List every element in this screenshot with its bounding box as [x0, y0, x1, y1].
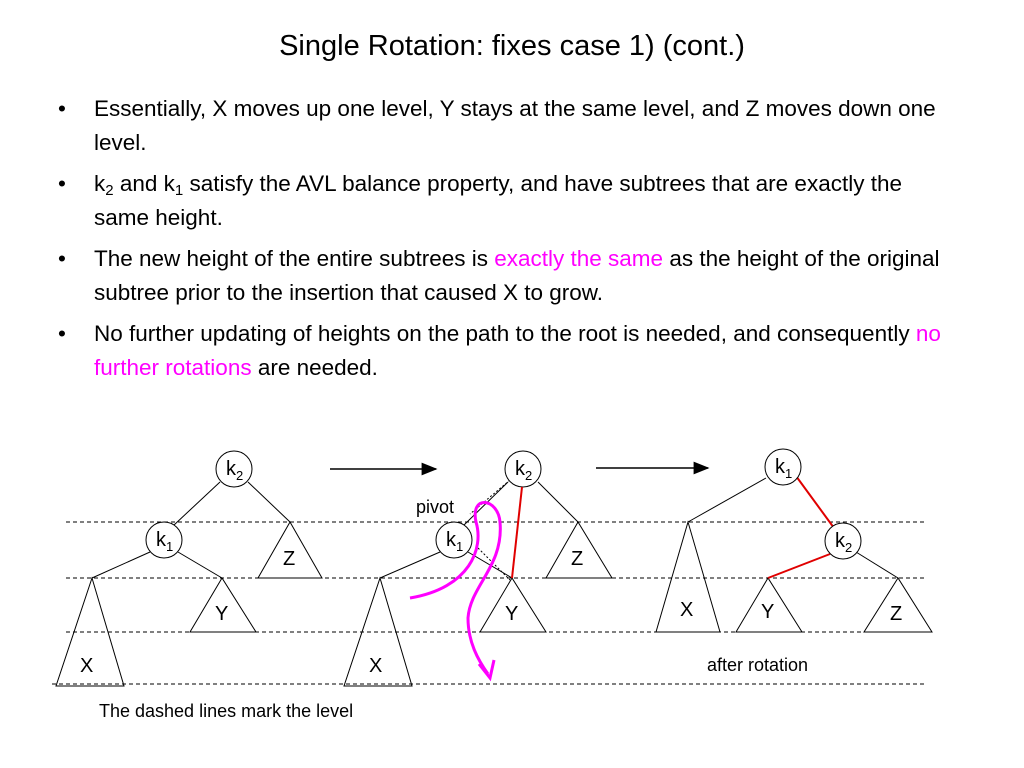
subtree-x-triangle [55, 576, 125, 687]
node-label: k1 [156, 529, 173, 554]
bullet-item: • No further updating of heights on the … [52, 317, 952, 385]
tree-edge [379, 551, 441, 579]
highlight-text: no further rotations [94, 321, 941, 380]
bullet-item: • The new height of the entire subtrees … [52, 242, 952, 310]
tree-after [655, 477, 933, 633]
subtree-z-triangle [863, 577, 933, 633]
tree-edge [173, 481, 221, 526]
bullet-text: are needed. [251, 355, 378, 380]
subtree-label: Y [761, 601, 774, 623]
bullet-marker: • [58, 96, 66, 121]
tree-pivot [343, 450, 613, 687]
subtree-y-triangle [735, 577, 803, 633]
rotated-edge [795, 475, 835, 529]
bullet-text-k: k [94, 171, 106, 196]
bullet-text: as the height of the original subtree pr… [94, 246, 940, 305]
subtree-label: Y [215, 603, 228, 625]
bullet-item: • k2 and k1 satisfy the AVL balance prop… [52, 167, 952, 235]
pivot-label: pivot [416, 497, 454, 517]
tree-before [55, 450, 323, 687]
subtree-label: Z [283, 548, 295, 570]
tree-edge [247, 481, 291, 523]
tree-edge [537, 481, 579, 523]
bullet-text-and: and k [113, 171, 175, 196]
bullet-marker: • [58, 321, 66, 346]
subtree-label: X [369, 655, 382, 677]
node-label: k1 [775, 456, 792, 481]
slide-title: Single Rotation: fixes case 1) (cont.) [279, 30, 745, 62]
rotated-edge [511, 486, 523, 579]
rotated-edge [767, 553, 831, 579]
subscript: 1 [174, 182, 184, 199]
subtree-label: Z [890, 603, 902, 625]
bullet-text: The new height of the entire subtrees is [94, 246, 495, 271]
subscript: 2 [105, 182, 114, 199]
bullet-text: Essentially, X moves up one level, Y sta… [94, 96, 936, 155]
subtree-z-triangle [545, 521, 613, 579]
subtree-z-triangle [257, 520, 323, 579]
subtree-label: Y [505, 603, 518, 625]
node-k1 [435, 521, 473, 559]
node-k1 [764, 448, 802, 486]
rotation-arrowhead [477, 659, 496, 682]
subtree-x-triangle [655, 520, 721, 633]
node-label: k2 [226, 458, 243, 483]
node-label: k2 [515, 458, 532, 483]
tree-edge [177, 551, 223, 579]
subtree-y-triangle [189, 577, 257, 633]
bullet-item: • Essentially, X moves up one level, Y s… [52, 92, 952, 160]
rotation-curve-arrow [409, 501, 502, 675]
node-k2 [824, 522, 862, 560]
bullet-text: satisfy the AVL balance property, and ha… [94, 171, 902, 230]
highlight-text: exactly the same [494, 246, 664, 271]
subtree-x-triangle [343, 576, 413, 687]
node-label: k1 [446, 529, 463, 554]
bullet-list: • Essentially, X moves up one level, Y s… [52, 92, 952, 392]
tree-edge [687, 477, 767, 523]
after-rotation-label: after rotation [707, 655, 808, 675]
node-label: k2 [835, 530, 852, 555]
subtree-label: X [80, 655, 93, 677]
subtree-label: Z [571, 548, 583, 570]
node-k2 [215, 450, 253, 488]
tree-edge [855, 551, 899, 579]
bullet-text: No further updating of heights on the pa… [94, 321, 916, 346]
node-k1 [145, 521, 183, 559]
subtree-y-triangle [479, 577, 547, 633]
pivot-dashed-edge [477, 547, 511, 581]
bullet-marker: • [58, 246, 66, 271]
node-k2 [504, 450, 542, 488]
pivot-dashed-edge [469, 479, 511, 515]
subtree-label: X [680, 599, 693, 621]
diagram-caption: The dashed lines mark the level [99, 701, 353, 721]
bullet-marker: • [58, 171, 66, 196]
tree-edge [91, 551, 151, 579]
